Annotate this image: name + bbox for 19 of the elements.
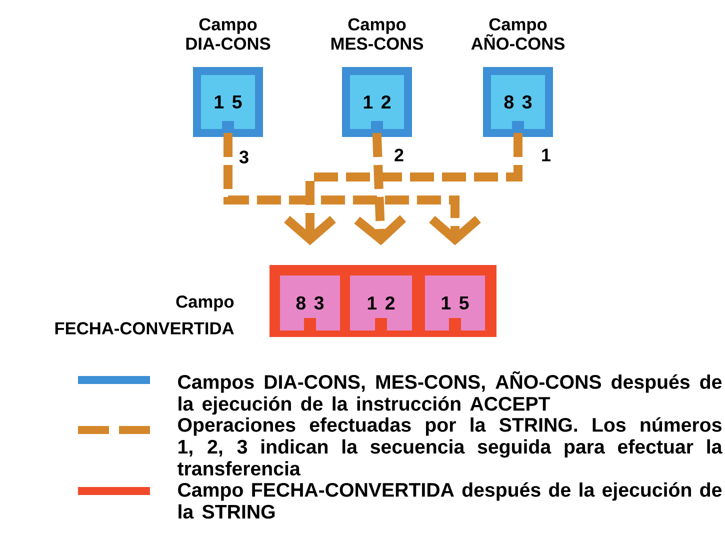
field-box: 8 3	[483, 67, 553, 137]
legend-text: Campos DIA-CONS, MES-CONS, AÑO-CONS después de la ejecución de la instrucción ACCEPT	[178, 371, 722, 415]
legend-text: Campo FECHA-CONVERTIDA después de la ejecución de la STRING	[178, 482, 722, 519]
field-label: Campo DIA-CONS	[186, 18, 270, 50]
arrow	[224, 133, 481, 246]
field-cell: 1 5	[425, 276, 485, 331]
field-label: Campo AÑO-CONS	[471, 18, 564, 50]
arrow	[354, 132, 406, 246]
edge-label: 1	[540, 147, 552, 163]
field-cell: 8 3	[280, 276, 340, 331]
field-label: Campo MES-CONS	[331, 18, 424, 50]
arrow	[284, 133, 522, 246]
edge-label: 2	[392, 147, 406, 163]
legend-text: Operaciones efectuadas por la STRING. Los números 1, 2, 3 indican la secuencia seguida para efectuar la transferencia	[178, 417, 722, 476]
field-box: 1 5	[193, 67, 263, 137]
field-box: 1 2	[342, 67, 412, 137]
field-cell: 1 2	[350, 276, 412, 331]
field-label: Campo FECHA-CONVERTIDA	[55, 296, 234, 334]
edge-label: 3	[238, 149, 250, 165]
